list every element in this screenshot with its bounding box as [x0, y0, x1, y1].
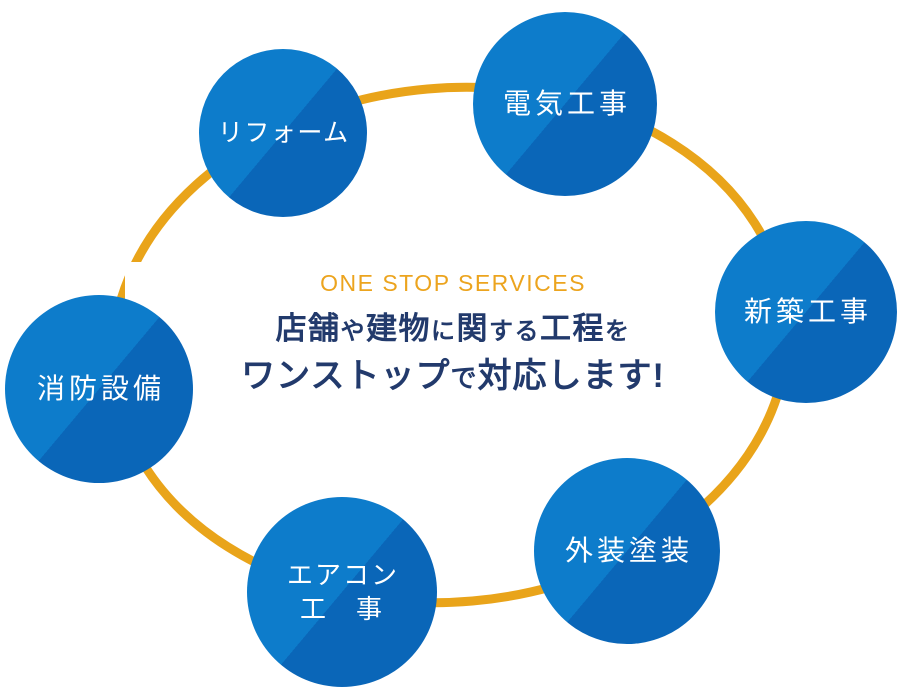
service-node-label: リフォーム — [217, 118, 350, 147]
headline-segment: 工程 — [540, 311, 605, 346]
service-node-label: 消防設備 — [36, 372, 165, 404]
headline-segment: を — [605, 318, 631, 345]
service-node-exterior-painting: 外装塗装 — [534, 458, 720, 644]
service-node-label: エアコン工 事 — [285, 558, 399, 626]
headline-segment: 関 — [456, 311, 489, 346]
headline-segment: に — [431, 318, 457, 345]
headline-segment: で — [450, 363, 478, 393]
headline-segment: 対応します! — [477, 357, 665, 395]
service-node-electrical: 電気工事 — [473, 12, 657, 196]
headline-segment: 店舗 — [275, 311, 341, 346]
service-node-air-conditioning: エアコン工 事 — [247, 497, 437, 687]
headline-segment: 建物 — [366, 311, 431, 346]
headline-segment: や — [340, 318, 366, 345]
center-message: ONE STOP SERVICES 店舗や建物に関する工程を ワンストップで対応… — [153, 270, 753, 401]
headline-line1: 店舗や建物に関する工程を — [153, 308, 753, 353]
headline-segment: ワンストップ — [241, 357, 451, 395]
service-node-fire-equipment: 消防設備 — [5, 295, 193, 483]
eyebrow-text: ONE STOP SERVICES — [320, 270, 586, 296]
service-node-label: 外装塗装 — [564, 534, 693, 566]
service-node-label: 電気工事 — [502, 87, 631, 119]
service-node-label-line2: 工 事 — [299, 594, 384, 624]
center-band — [125, 262, 711, 422]
service-node-label: 新築工事 — [743, 295, 872, 327]
headline-line2: ワンストップで対応します! — [153, 353, 753, 401]
headline-segment: する — [489, 318, 540, 345]
service-node-reform: リフォーム — [199, 49, 367, 217]
service-node-label-line1: エアコン — [286, 560, 399, 590]
service-node-new-construction: 新築工事 — [715, 221, 897, 403]
